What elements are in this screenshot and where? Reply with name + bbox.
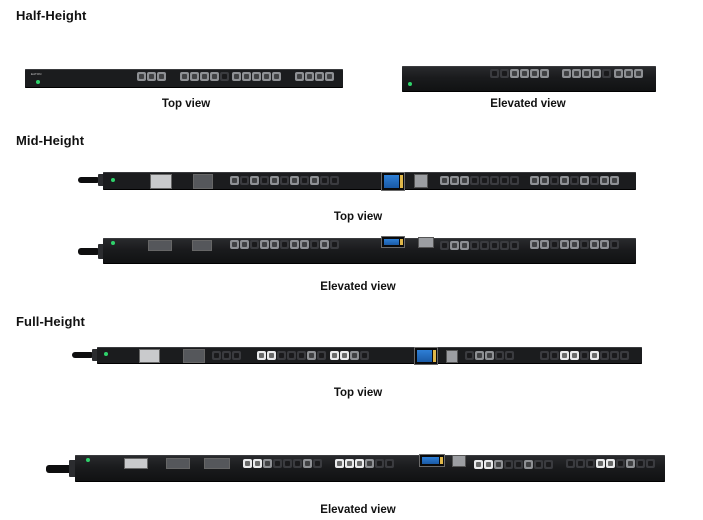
caption-half-height-elevated-view: Elevated view <box>490 98 566 110</box>
lcd-display-icon <box>414 347 438 365</box>
caption-full-height-elevated-view: Elevated view <box>320 504 396 516</box>
lcd-display-icon <box>419 454 445 467</box>
circuit-breaker-icon <box>183 349 205 363</box>
circuit-breaker-icon <box>148 240 172 251</box>
lcd-display-icon <box>381 172 405 191</box>
status-led-icon <box>104 352 108 356</box>
power-cord-icon <box>78 248 100 255</box>
caption-half-height-top-view: Top view <box>161 98 211 110</box>
circuit-breaker-icon <box>204 458 230 469</box>
circuit-breaker-icon <box>150 174 172 189</box>
outlet-bank <box>137 72 166 81</box>
section-title-half-height: Half-Height <box>16 8 87 23</box>
circuit-breaker-icon <box>166 458 190 469</box>
status-led-icon <box>408 82 412 86</box>
circuit-breaker-icon <box>139 349 160 363</box>
outlet-bank <box>180 72 229 81</box>
status-led-icon <box>86 458 90 462</box>
lcd-display-icon <box>381 236 405 248</box>
outlet-bank <box>295 72 334 81</box>
section-title-mid-height: Mid-Height <box>16 133 85 148</box>
power-cord-icon <box>78 177 100 183</box>
section-title-full-height: Full-Height <box>16 314 85 329</box>
circuit-breaker-icon <box>192 240 212 251</box>
outlet-icon <box>157 72 166 81</box>
circuit-breaker-icon <box>124 458 148 469</box>
status-led-icon <box>36 80 40 84</box>
status-led-icon <box>111 241 115 245</box>
power-cord-icon <box>46 465 72 473</box>
power-cord-icon <box>72 352 94 358</box>
outlet-bank <box>232 72 281 81</box>
status-led-icon <box>111 178 115 182</box>
outlet-icon <box>147 72 156 81</box>
caption-full-height-top-view: Top view <box>333 387 383 399</box>
brand-logo: EATON <box>31 72 42 76</box>
caption-mid-height-elevated-view: Elevated view <box>320 281 396 293</box>
circuit-breaker-icon <box>193 174 213 189</box>
outlet-icon <box>137 72 146 81</box>
caption-mid-height-top-view: Top view <box>333 211 383 223</box>
